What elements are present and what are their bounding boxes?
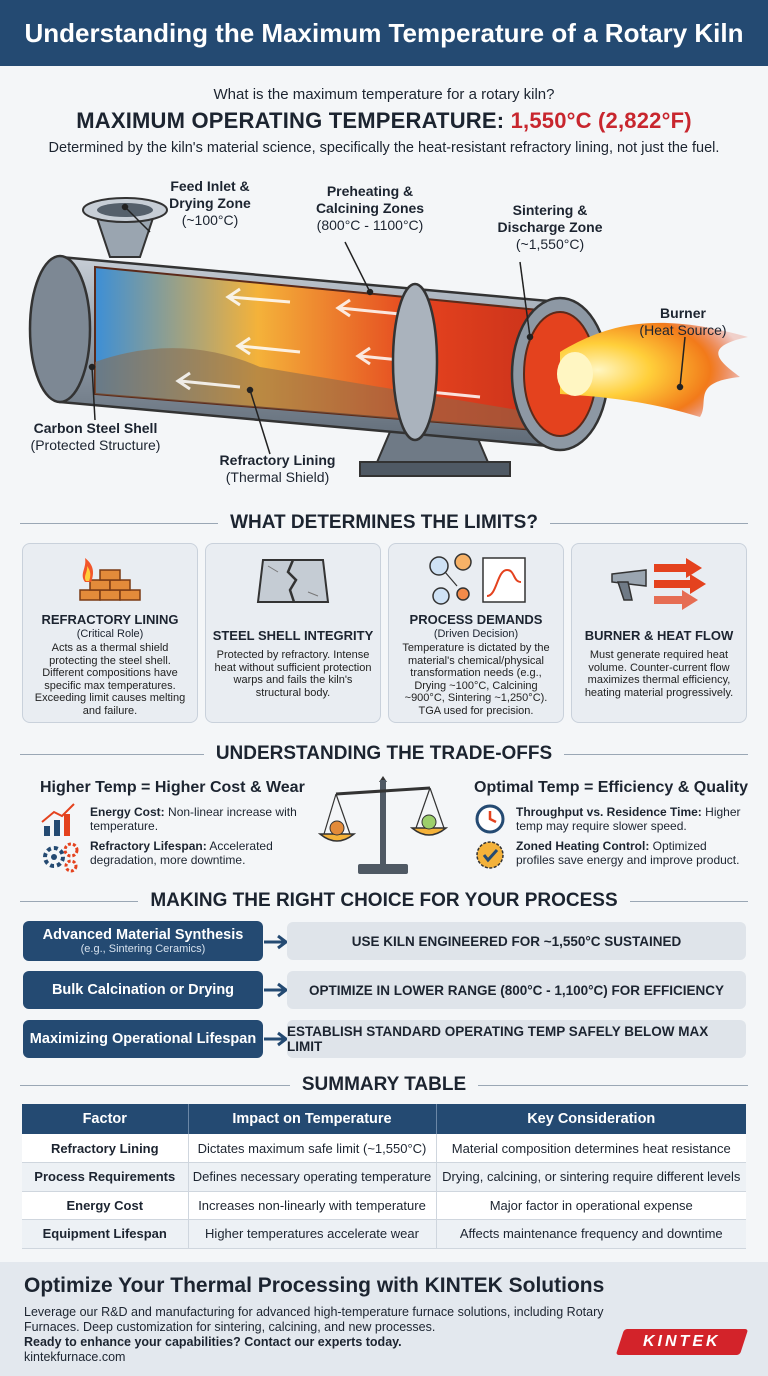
check-badge-icon: [476, 841, 504, 869]
summary-heading: SUMMARY TABLE: [20, 1074, 748, 1096]
rotary-kiln-diagram: [28, 197, 748, 477]
table-cell: Process Requirements: [22, 1162, 189, 1192]
footer-cta: Ready to enhance your capabilities? Cont…: [24, 1335, 402, 1349]
table-cell: Defines necessary operating temperature: [188, 1162, 437, 1192]
summary-col-header: Impact on Temperature: [188, 1104, 437, 1134]
limit-card-process: PROCESS DEMANDS (Driven Decision) Temper…: [388, 543, 564, 723]
burner-flow-icon: [611, 558, 706, 610]
burner-label: Burner (Heat Source): [639, 305, 727, 338]
page-title: Understanding the Maximum Temperature of…: [0, 0, 768, 66]
footer-site-link[interactable]: kintekfurnace.com: [24, 1350, 126, 1364]
choice-left-advanced-synthesis: Advanced Material Synthesis (e.g., Sinte…: [23, 921, 263, 961]
table-cell: Dictates maximum safe limit (~1,550°C): [188, 1134, 437, 1163]
footer-title: Optimize Your Thermal Processing with KI…: [24, 1274, 605, 1297]
choice-heading: MAKING THE RIGHT CHOICE FOR YOUR PROCESS: [20, 890, 748, 912]
table-cell: Drying, calcining, or sintering require …: [436, 1162, 746, 1192]
limit-card-burner: BURNER & HEAT FLOW Must generate require…: [571, 543, 747, 723]
refractory-lining-label: Refractory Lining (Thermal Shield): [219, 452, 336, 485]
feed-inlet-label: Feed Inlet & Drying Zone (~100°C): [169, 178, 251, 228]
table-cell: Material composition determines heat res…: [436, 1134, 746, 1163]
choice-left-bulk-calcination: Bulk Calcination or Drying: [23, 971, 263, 1009]
table-cell: Higher temperatures accelerate wear: [188, 1219, 437, 1249]
arrow-right-icon: [264, 1031, 289, 1047]
tradeoffs-heading: UNDERSTANDING THE TRADE-OFFS: [20, 743, 748, 765]
footer: Optimize Your Thermal Processing with KI…: [0, 1262, 768, 1376]
table-cell: Major factor in operational expense: [436, 1191, 746, 1220]
intro-note: Determined by the kiln's material scienc…: [48, 140, 720, 156]
choice-right-advanced-synthesis: USE KILN ENGINEERED FOR ~1,550°C SUSTAIN…: [287, 922, 746, 960]
arrow-right-icon: [264, 934, 289, 950]
brick-wall-fire-icon: [79, 558, 141, 601]
clock-icon: [475, 804, 505, 834]
tradeoff-energy-cost: Energy Cost: Non-linear increase with te…: [90, 805, 297, 833]
limit-card-refractory: REFRACTORY LINING (Critical Role) Acts a…: [22, 543, 198, 723]
preheating-calcining-label: Preheating & Calcining Zones (800°C - 11…: [315, 183, 425, 233]
limit-card-steel-shell: STEEL SHELL INTEGRITY Protected by refra…: [205, 543, 381, 723]
carbon-steel-shell-label: Carbon Steel Shell (Protected Structure): [30, 420, 161, 453]
table-cell: Increases non-linearly with temperature: [188, 1191, 437, 1220]
table-cell: Affects maintenance frequency and downti…: [436, 1219, 746, 1249]
tradeoff-refractory-lifespan: Refractory Lifespan: Accelerated degrada…: [90, 839, 273, 867]
tradeoff-zoned-heating: Zoned Heating Control: Optimized profile…: [516, 839, 740, 867]
label-pointer-lines: [88, 203, 686, 455]
burner-flame: [557, 322, 748, 417]
gears-icon: [43, 842, 79, 873]
max-temperature-label: MAXIMUM OPERATING TEMPERATURE:: [76, 108, 505, 133]
tradeoff-left-title: Higher Temp = Higher Cost & Wear: [40, 779, 305, 796]
footer-text: Leverage our R&D and manufacturing for a…: [24, 1305, 624, 1365]
tradeoff-throughput: Throughput vs. Residence Time: Higher te…: [516, 805, 741, 833]
table-row: Energy Cost Increases non-linearly with …: [22, 1191, 746, 1220]
balance-scale-icon: [318, 776, 448, 874]
summary-header-row: Factor Impact on Temperature Key Conside…: [22, 1104, 746, 1134]
arrow-right-icon: [264, 982, 289, 998]
tradeoff-right-title: Optimal Temp = Efficiency & Quality: [474, 779, 748, 796]
summary-col-header: Key Consideration: [436, 1104, 746, 1134]
max-temperature-value: 1,550°C (2,822°F): [510, 108, 692, 133]
max-temperature: MAXIMUM OPERATING TEMPERATURE: 1,550°C (…: [0, 108, 768, 134]
table-row: Process Requirements Defines necessary o…: [22, 1162, 746, 1192]
choice-left-lifespan: Maximizing Operational Lifespan: [23, 1020, 263, 1058]
summary-table: Factor Impact on Temperature Key Conside…: [22, 1104, 746, 1249]
table-cell: Equipment Lifespan: [22, 1219, 189, 1249]
summary-col-header: Factor: [22, 1104, 189, 1134]
molecule-chart-icon: [429, 553, 526, 605]
sintering-discharge-label: Sintering & Discharge Zone (~1,550°C): [497, 202, 603, 252]
cracked-steel-plate-icon: [256, 559, 330, 603]
choice-right-bulk-calcination: OPTIMIZE IN LOWER RANGE (800°C - 1,100°C…: [287, 971, 746, 1009]
table-cell: Energy Cost: [22, 1191, 189, 1220]
intro-question: What is the maximum temperature for a ro…: [213, 86, 555, 103]
cost-chart-icon: [41, 803, 75, 836]
choice-right-lifespan: ESTABLISH STANDARD OPERATING TEMP SAFELY…: [287, 1020, 746, 1058]
table-row: Refractory Lining Dictates maximum safe …: [22, 1134, 746, 1163]
limits-heading: WHAT DETERMINES THE LIMITS?: [20, 512, 748, 534]
table-row: Equipment Lifespan Higher temperatures a…: [22, 1219, 746, 1249]
kintek-logo: KINTEK: [615, 1329, 749, 1355]
table-cell: Refractory Lining: [22, 1134, 189, 1163]
